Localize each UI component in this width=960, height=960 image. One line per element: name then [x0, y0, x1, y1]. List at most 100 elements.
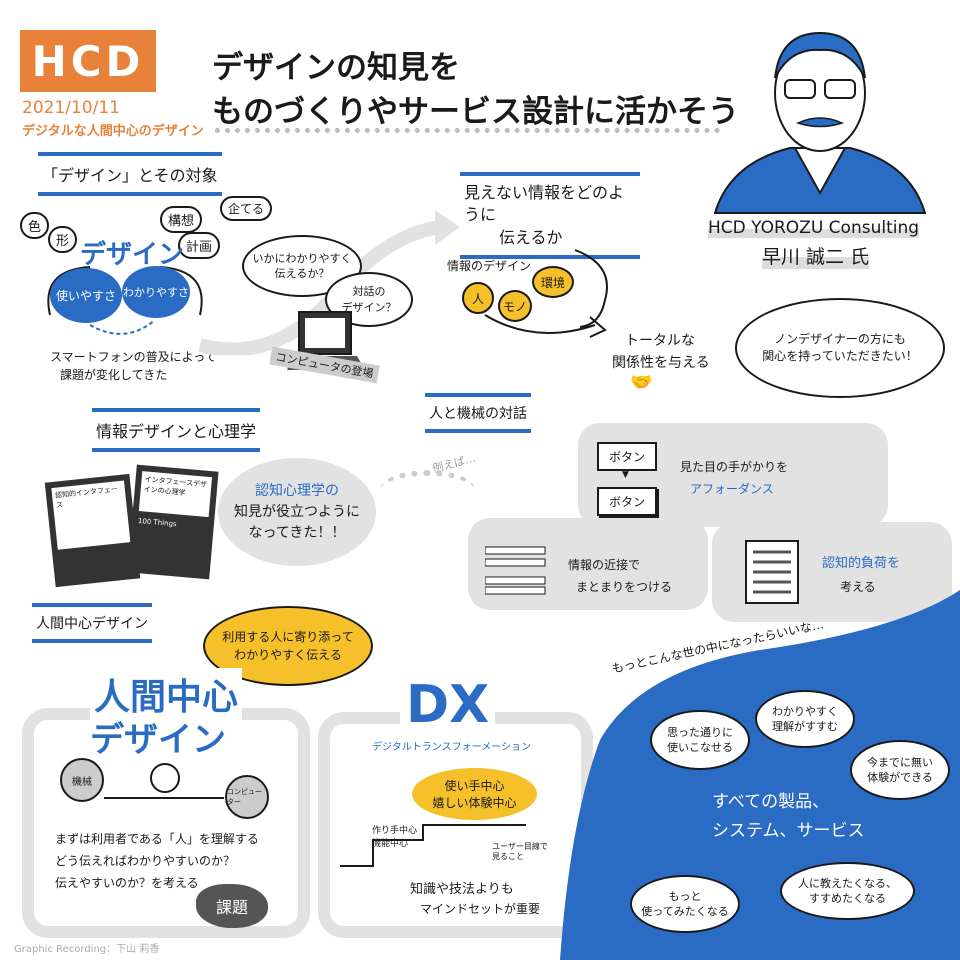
hcd-big-title-line1: 人間中心 — [90, 668, 243, 720]
bubble-line: 伝えるか？ — [274, 267, 330, 280]
handshake-icon: 🤝 — [630, 372, 653, 393]
smartphone-note-line1: スマートフォンの普及によって — [50, 350, 217, 364]
sample-button-1: ボタン — [597, 442, 658, 471]
person-figure — [150, 763, 180, 793]
dx-subtitle: デジタルトランスフォーメーション — [372, 742, 531, 753]
machine-circle: 機械 — [60, 758, 104, 802]
date: 2021/10/11 — [22, 98, 120, 118]
credit: Graphic Recording：下山 莉香 — [14, 944, 160, 955]
user-line: ユーザー目線で — [492, 842, 548, 851]
circle-environment: 環境 — [532, 266, 574, 298]
quote-line: 関心を持っていただきたい！ — [762, 349, 918, 363]
bubble-line: わかりやすく伝える — [234, 648, 342, 662]
step-line: 機能中心 — [372, 838, 409, 849]
down-arrow-icon: ▼ — [622, 470, 629, 480]
future-bubble-1: 思った通りに使いこなせる — [650, 710, 750, 770]
page-title-line1: デザインの知見を — [212, 50, 460, 86]
speaker-portrait — [713, 31, 927, 214]
speaker-quote-bubble: ノンデザイナーの方にも関心を持っていただきたい！ — [735, 298, 945, 398]
user-view-label: ユーザー目線で見ること — [492, 842, 548, 863]
cognitive-load-line2: 考える — [840, 580, 876, 594]
smartphone-note-line2: 課題が変化してきた — [60, 368, 168, 382]
cloud-concept: 構想 — [160, 206, 203, 233]
cloud-plot: 企てる — [220, 196, 273, 221]
bubble-line: 今までに無い — [867, 755, 933, 769]
bubble-line: 使いこなせる — [667, 741, 733, 754]
quote-line: ノンデザイナーの方にも — [774, 332, 906, 347]
bubble-line: なってきた！！ — [248, 524, 346, 541]
sample-button-2: ボタン — [597, 487, 658, 516]
step-line: 作り手中心 — [372, 826, 418, 836]
info-design-label: 情報のデザイン — [447, 259, 532, 273]
computer-circle: コンピューター — [225, 775, 269, 819]
curved-arrow — [484, 249, 608, 338]
section-heading-invisible-info: 見えない情報をどのように伝えるか — [460, 172, 640, 260]
bubble-line: いかにわかりやすく — [252, 251, 352, 265]
hcd-text-line1: まずは利用者である「人」を理解する — [55, 832, 259, 846]
bubble-line: 体験ができる — [867, 771, 933, 784]
understandability-oval: わかりやすさ — [122, 266, 190, 318]
dx-text-line1: 知識や技法よりも — [410, 882, 514, 897]
cognitive-load-text: 認知的負荷を — [822, 556, 901, 571]
bubble-line: 理解がすすむ — [772, 720, 838, 733]
hcd-text-line3: 伝えやすいのか？を考える — [55, 876, 199, 890]
cognitive-load-line1: 認知的負荷を — [822, 552, 900, 571]
dotted-connector — [380, 470, 475, 510]
section-heading-human-machine: 人と機械の対話 — [425, 393, 531, 433]
cloud-shape: 形 — [48, 226, 78, 253]
bubble-line: 利用する人に寄り添って — [222, 630, 354, 644]
bubble-line: 対話の — [352, 285, 386, 299]
future-bubble-2: わかりやすく理解がすすむ — [755, 690, 855, 748]
bubble-line: 嬉しい体験中心 — [432, 796, 517, 810]
future-bubble-5: 人に教えたくなる、すすめたくなる — [780, 862, 915, 920]
document-icon — [745, 540, 799, 604]
result-line2: 関係性を与える — [612, 355, 710, 371]
cognitive-psychology-bubble: 認知心理学の知見が役立つようになってきた！！ — [218, 458, 376, 566]
bubble-line: 人に教えたくなる、 — [798, 876, 897, 890]
issue-badge: 課題 — [196, 884, 268, 928]
center-line: すべての製品、 — [712, 792, 830, 812]
bubble-line: 知見が役立つように — [234, 503, 360, 520]
proximity-line2: まとまりをつける — [576, 580, 673, 594]
page-title-line2: ものづくりやサービス設計に活かそう — [212, 94, 739, 130]
hcd-text-line2: どう伝えればわかりやすいのか？ — [55, 854, 236, 868]
bubble-line: すすめたくなる — [809, 892, 886, 905]
affordance-line2: アフォーダンス — [690, 482, 774, 496]
user-centered-bubble: 使い手中心嬉しい体験中心 — [412, 768, 537, 820]
affordance-line1: 見た目の手がかりを — [680, 460, 789, 474]
speaker-name: 早川 誠二 氏 — [762, 242, 870, 269]
dx-text-line2: マインドセットが重要 — [420, 902, 541, 916]
dx-title: DX — [400, 675, 496, 735]
circle-person: 人 — [462, 282, 494, 314]
maker-centered-label: 作り手中心機能中心 — [372, 825, 417, 850]
cloud-color: 色 — [20, 212, 50, 239]
result-line1: トータルな — [625, 333, 695, 349]
subtitle: デジタルな人間中心のデザイン — [22, 124, 204, 139]
speaker-company: HCD YOROZU Consulting — [708, 218, 920, 238]
bubble-line: 使い手中心 — [444, 779, 505, 793]
list-lines-icon — [485, 546, 546, 595]
cloud-plan: 計画 — [178, 232, 221, 259]
proximity-line1: 情報の近接で — [568, 558, 641, 572]
future-bubble-3: 今までに無い体験ができる — [850, 740, 950, 800]
heading-line: 見えない情報をどのように — [464, 183, 625, 225]
hcd-logo: HCD — [20, 30, 156, 92]
stairs — [340, 824, 526, 867]
section-heading-info-psychology: 情報デザインと心理学 — [92, 408, 261, 452]
circle-thing: モノ — [498, 290, 532, 322]
bubble-line: 認知心理学の — [255, 482, 339, 499]
usability-oval: 使いやすさ — [50, 268, 122, 323]
heading-line: 伝えるか — [499, 227, 563, 247]
bubble-line: 思った通りに — [667, 725, 733, 739]
section-heading-hcd: 人間中心デザイン — [32, 603, 152, 643]
arms-line — [104, 797, 224, 799]
bubble-line: わかりやすく — [772, 704, 838, 718]
bubble-line: デザイン？ — [341, 300, 397, 314]
section-heading-design: 「デザイン」とその対象 — [38, 152, 222, 196]
user-line: 見ること — [492, 852, 524, 862]
future-bubble-4: もっと使ってみたくなる — [630, 875, 740, 933]
hcd-big-title-line2: デザイン — [90, 720, 226, 760]
bubble-line: もっと — [668, 889, 702, 903]
title-divider — [215, 128, 720, 133]
bubble-line: 使ってみたくなる — [641, 905, 729, 918]
